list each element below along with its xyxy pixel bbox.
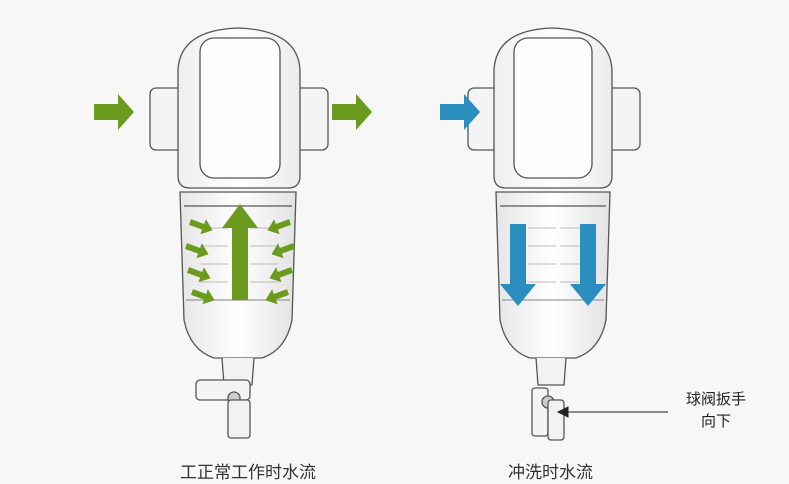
flow-arrow-up-center	[222, 204, 258, 300]
filter-right	[467, 27, 641, 441]
flush-arrow-down-right	[570, 224, 606, 306]
flow-arrow-in-left-3	[186, 267, 211, 283]
valve-callout-leader	[556, 406, 668, 418]
flow-arrow-in-right-2	[271, 243, 296, 259]
valve-callout-line1: 球阀扳手	[685, 390, 746, 408]
flow-arrow-in-right-1	[267, 219, 292, 235]
caption-flush-flow: 冲洗时水流	[508, 463, 593, 483]
flow-arrow-outlet	[332, 94, 372, 130]
filter-right-drain-pipe	[547, 399, 565, 441]
filter-left-head-panel	[199, 37, 281, 179]
flow-arrow-in-left-4	[190, 289, 215, 305]
filter-left-drain-pipe	[227, 399, 251, 439]
flush-flow-arrows	[440, 94, 606, 306]
valve-callout: 球阀扳手 向下	[668, 388, 764, 432]
valve-callout-line2: 向下	[700, 412, 731, 430]
flow-arrow-in-right-3	[269, 267, 294, 283]
flush-arrow-down-left	[500, 224, 536, 306]
flow-arrow-in-left-2	[184, 243, 209, 259]
filter-right-head-panel	[513, 37, 593, 179]
flow-arrow-in-right-4	[265, 289, 290, 305]
normal-flow-arrows	[94, 94, 372, 305]
flow-arrow-in-left-1	[188, 219, 213, 235]
flow-arrow-inlet	[94, 94, 134, 130]
flush-arrow-inlet	[440, 94, 480, 130]
filter-left-valve-handle	[195, 379, 251, 401]
filter-right-valve-handle-down	[531, 387, 549, 437]
caption-normal-flow: 工正常工作时水流	[180, 463, 316, 483]
filter-right-drain-neck	[535, 357, 567, 386]
